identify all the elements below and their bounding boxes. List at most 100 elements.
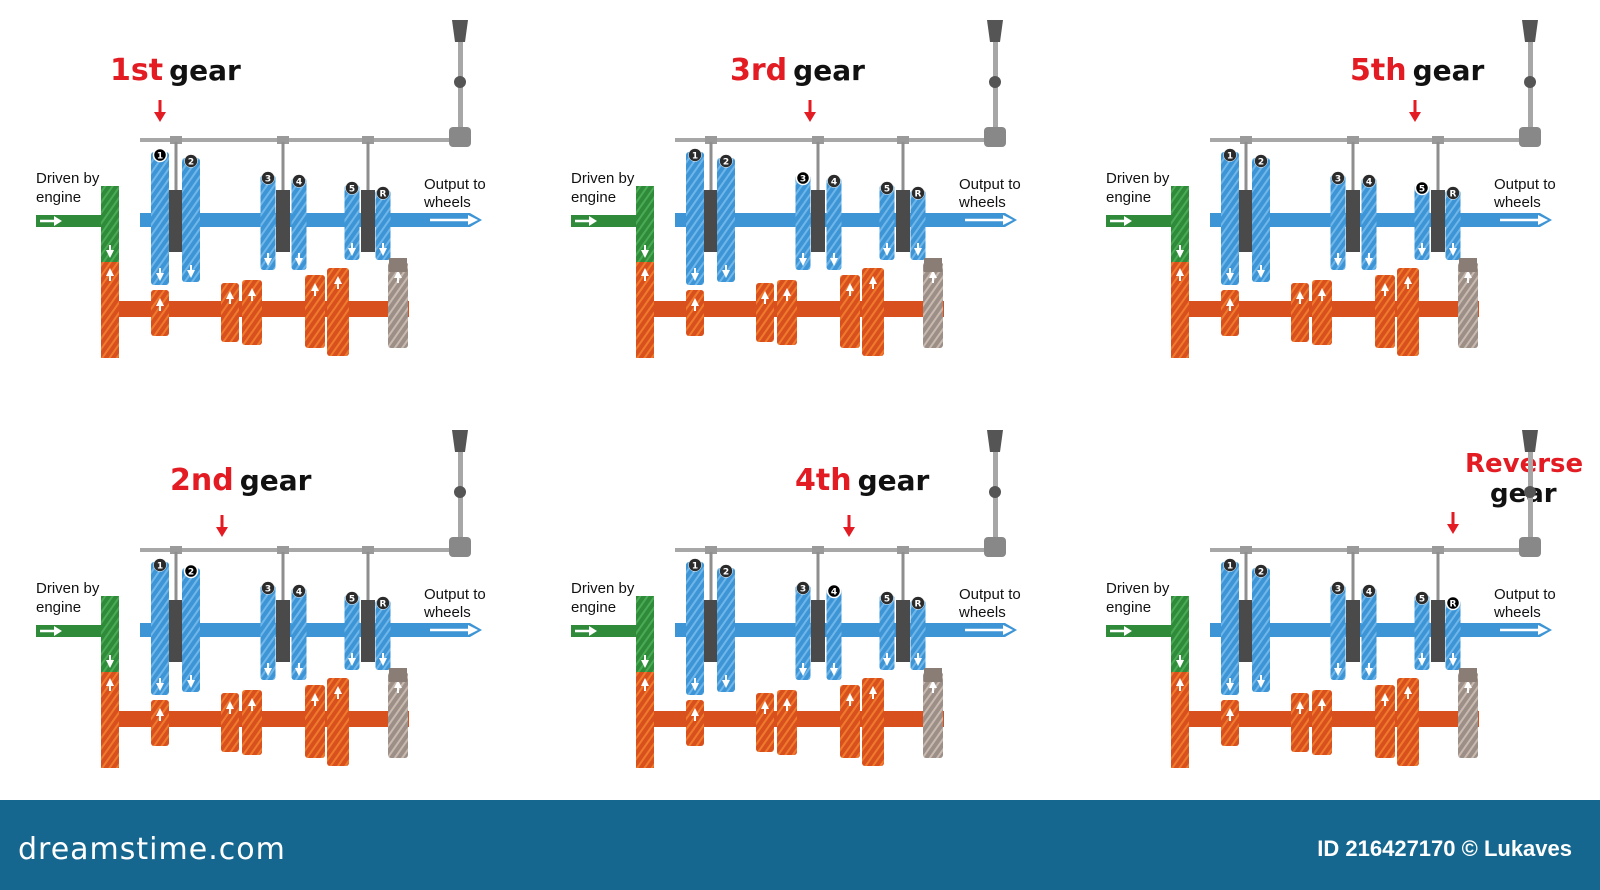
reverse-idler-gear bbox=[924, 258, 942, 272]
gear-number-3: 3 bbox=[265, 584, 271, 594]
gear-arrow-2 bbox=[722, 680, 730, 688]
input-shaft bbox=[36, 215, 106, 227]
gear-title-number: 3rd bbox=[730, 53, 787, 88]
gear-arrow-3 bbox=[799, 258, 807, 266]
gear-number-badge-5 bbox=[1414, 180, 1430, 196]
gear-number-badge-4 bbox=[292, 174, 306, 188]
gear-title-word: gear bbox=[169, 54, 241, 87]
gear-number-badge-1 bbox=[152, 147, 168, 163]
gear-arrow-5 bbox=[883, 658, 891, 666]
gear-title-word: gear bbox=[1490, 479, 1557, 509]
gear-number-badge-1 bbox=[1223, 558, 1237, 572]
counter-gear-3 bbox=[1312, 690, 1332, 755]
counter-drive-arrow-icon bbox=[641, 678, 649, 686]
counter-gear-4 bbox=[305, 685, 325, 758]
gear-title-number: 2nd bbox=[170, 463, 234, 498]
selector-fork-3 bbox=[1436, 552, 1440, 602]
gear-number-badge-5 bbox=[880, 591, 894, 605]
counter-gear-arrow-6 bbox=[1464, 270, 1472, 278]
counter-gear-arrow-5 bbox=[869, 686, 877, 694]
main-gear-R bbox=[1445, 600, 1461, 670]
indicator-arrow-icon bbox=[154, 112, 166, 122]
output-label-line1: Output to bbox=[424, 176, 486, 193]
input-label-line2: engine bbox=[571, 599, 616, 616]
main-gear-5 bbox=[879, 595, 895, 670]
indicator-arrow-icon bbox=[804, 112, 816, 122]
selector-fork-1 bbox=[174, 142, 178, 192]
gear-title-word: gear bbox=[240, 464, 312, 497]
selector-rail bbox=[140, 548, 462, 552]
main-gear-2 bbox=[1252, 158, 1270, 282]
main-gear-R bbox=[910, 600, 926, 670]
synchronizer-1 bbox=[704, 190, 718, 252]
output-label-line1: Output to bbox=[1494, 176, 1556, 193]
counter-gear-1 bbox=[1221, 700, 1239, 746]
selector-fork-3 bbox=[366, 142, 370, 192]
gear-arrow-3 bbox=[1334, 668, 1342, 676]
input-gear bbox=[101, 186, 119, 268]
output-label-line2: wheels bbox=[423, 604, 471, 621]
gear-number-badge-3 bbox=[796, 581, 810, 595]
selector-fork-2 bbox=[816, 552, 820, 602]
counter-gear-arrow-2 bbox=[226, 701, 234, 709]
reverse-idler-gear bbox=[1459, 258, 1477, 272]
synchronizer-3 bbox=[896, 600, 910, 662]
input-gear bbox=[1171, 186, 1189, 268]
gear-title-word: gear bbox=[1413, 54, 1485, 87]
gear-number-2: 2 bbox=[723, 567, 729, 577]
gear-number-badge-1 bbox=[688, 558, 702, 572]
selector-fork-head-1 bbox=[1240, 546, 1252, 554]
counter-gear-arrow-2 bbox=[226, 291, 234, 299]
main-gear-2 bbox=[717, 158, 735, 282]
output-arrow-icon bbox=[1003, 215, 1013, 225]
selector-fork-3 bbox=[901, 142, 905, 192]
lever-pivot-icon bbox=[989, 76, 1001, 88]
main-gear-3 bbox=[1330, 175, 1346, 270]
gear-number-R: R bbox=[1450, 189, 1457, 199]
lever-pivot-icon bbox=[1524, 486, 1536, 498]
counter-gear-arrow-3 bbox=[1318, 698, 1326, 706]
reverse-idler-gear bbox=[389, 258, 407, 272]
gear-arrow-3 bbox=[264, 258, 272, 266]
synchronizer-1 bbox=[169, 600, 183, 662]
gear-number-badge-5 bbox=[345, 591, 359, 605]
lever-base bbox=[1519, 537, 1541, 557]
indicator-arrow-icon bbox=[1409, 112, 1421, 122]
main-gear-2 bbox=[717, 568, 735, 692]
output-label-line1: Output to bbox=[959, 586, 1021, 603]
gear-number-3: 3 bbox=[1335, 174, 1341, 184]
gear-arrow-5 bbox=[348, 248, 356, 256]
counter-gear-1 bbox=[1221, 290, 1239, 336]
selector-fork-head-2 bbox=[1347, 136, 1359, 144]
synchronizer-2 bbox=[1346, 190, 1360, 252]
selector-fork-head-1 bbox=[705, 136, 717, 144]
selector-rail bbox=[675, 548, 997, 552]
main-gear-4 bbox=[826, 588, 842, 680]
gear-arrow-1 bbox=[1226, 273, 1234, 281]
synchronizer-3 bbox=[1431, 190, 1445, 252]
selector-fork-head-2 bbox=[812, 136, 824, 144]
output-arrow-icon bbox=[468, 625, 478, 635]
gear-number-5: 5 bbox=[884, 184, 890, 194]
gear-number-5: 5 bbox=[349, 184, 355, 194]
counter-gear-2 bbox=[756, 283, 774, 342]
gear-number-badge-2 bbox=[1254, 154, 1268, 168]
gear-arrow-1 bbox=[691, 273, 699, 281]
gear-number-2: 2 bbox=[723, 157, 729, 167]
counter-drive-arrow-icon bbox=[1176, 268, 1184, 276]
input-gear bbox=[636, 596, 654, 678]
output-label-line1: Output to bbox=[424, 586, 486, 603]
lever-pivot-icon bbox=[1524, 76, 1536, 88]
main-gear-4 bbox=[1361, 178, 1377, 270]
counter-gear-1 bbox=[151, 290, 169, 336]
selector-fork-2 bbox=[816, 142, 820, 192]
gear-arrow-4 bbox=[295, 258, 303, 266]
selector-fork-head-3 bbox=[1432, 546, 1444, 554]
selector-fork-head-2 bbox=[812, 546, 824, 554]
counter-gear-arrow-2 bbox=[1296, 291, 1304, 299]
gear-arrow-2 bbox=[1257, 680, 1265, 688]
